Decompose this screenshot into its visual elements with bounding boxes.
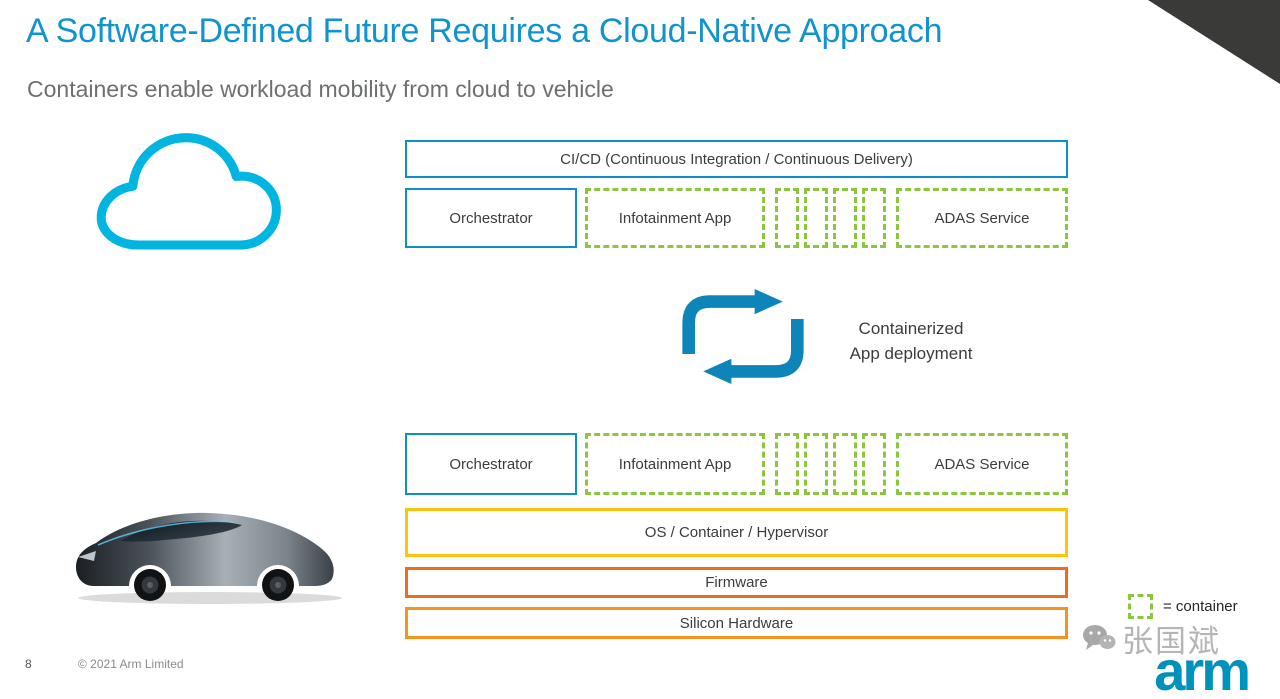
firmware-layer-label: Firmware bbox=[705, 574, 768, 591]
deployment-label: Containerized App deployment bbox=[836, 317, 986, 366]
cicd-box: CI/CD (Continuous Integration / Continuo… bbox=[405, 140, 1068, 178]
silicon-layer-label: Silicon Hardware bbox=[679, 614, 794, 632]
wechat-icon bbox=[1083, 624, 1116, 650]
infotainment-box-vehicle: Infotainment App bbox=[585, 433, 765, 495]
container-slot bbox=[804, 188, 828, 248]
deployment-label-line2: App deployment bbox=[849, 343, 973, 363]
orchestrator-label: Orchestrator bbox=[449, 455, 533, 473]
infotainment-label: Infotainment App bbox=[618, 209, 732, 227]
firmware-layer-box: Firmware bbox=[405, 567, 1068, 598]
os-layer-label: OS / Container / Hypervisor bbox=[644, 524, 829, 541]
cicd-label: CI/CD (Continuous Integration / Continuo… bbox=[560, 150, 913, 168]
legend-container-label: = container bbox=[1163, 598, 1238, 615]
adas-box-cloud: ADAS Service bbox=[896, 188, 1068, 248]
orchestrator-box-cloud: Orchestrator bbox=[405, 188, 577, 248]
container-slot bbox=[775, 188, 799, 248]
slide-title: A Software-Defined Future Requires a Clo… bbox=[26, 12, 943, 50]
container-slot bbox=[833, 188, 857, 248]
container-slot bbox=[775, 433, 799, 495]
cloud-icon bbox=[96, 133, 281, 250]
infotainment-label: Infotainment App bbox=[618, 455, 732, 473]
orchestrator-label: Orchestrator bbox=[449, 209, 533, 227]
adas-box-vehicle: ADAS Service bbox=[896, 433, 1068, 495]
adas-label: ADAS Service bbox=[934, 455, 1030, 473]
slide-subtitle: Containers enable workload mobility from… bbox=[27, 76, 614, 102]
os-layer-box: OS / Container / Hypervisor bbox=[405, 508, 1068, 557]
deployment-label-line1: Containerized bbox=[858, 319, 964, 338]
container-slot bbox=[862, 433, 886, 495]
concept-car-image bbox=[76, 512, 342, 604]
container-slot bbox=[833, 433, 857, 495]
copyright-text: © 2021 Arm Limited bbox=[78, 657, 184, 671]
infotainment-box-cloud: Infotainment App bbox=[585, 188, 765, 248]
container-slot bbox=[862, 188, 886, 248]
adas-label: ADAS Service bbox=[934, 209, 1030, 227]
container-slot bbox=[804, 433, 828, 495]
deployment-cycle-icon bbox=[682, 288, 804, 385]
arm-logo: arm bbox=[1154, 639, 1251, 699]
page-number: 8 bbox=[25, 657, 32, 671]
orchestrator-box-vehicle: Orchestrator bbox=[405, 433, 577, 495]
silicon-layer-box: Silicon Hardware bbox=[405, 607, 1068, 639]
legend-container-swatch bbox=[1128, 594, 1153, 619]
